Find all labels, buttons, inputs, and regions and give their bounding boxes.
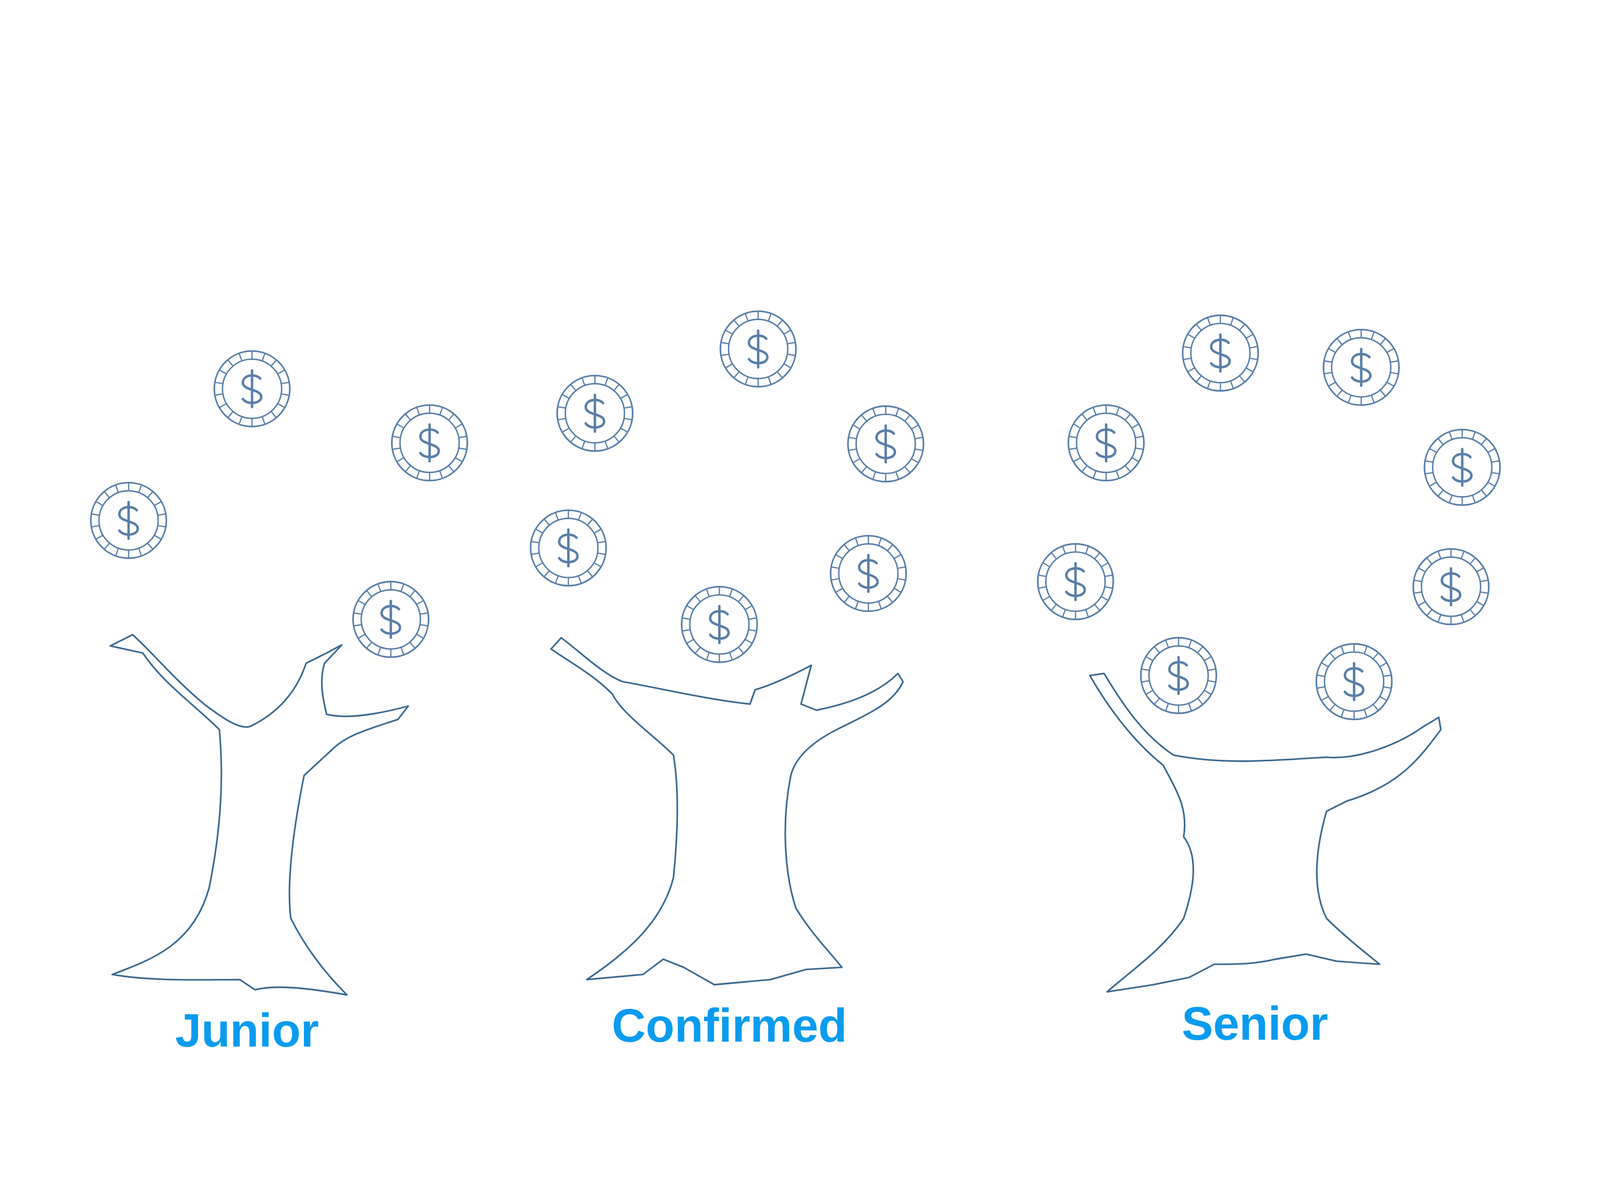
level-label: Confirmed (611, 999, 848, 1052)
coin-group (90, 311, 1500, 720)
level-label: Senior (1181, 997, 1329, 1050)
tree-trunk (550, 637, 903, 985)
tree-trunk (1089, 673, 1441, 992)
level-label: Junior (175, 1004, 319, 1057)
tree-trunk (110, 634, 409, 996)
